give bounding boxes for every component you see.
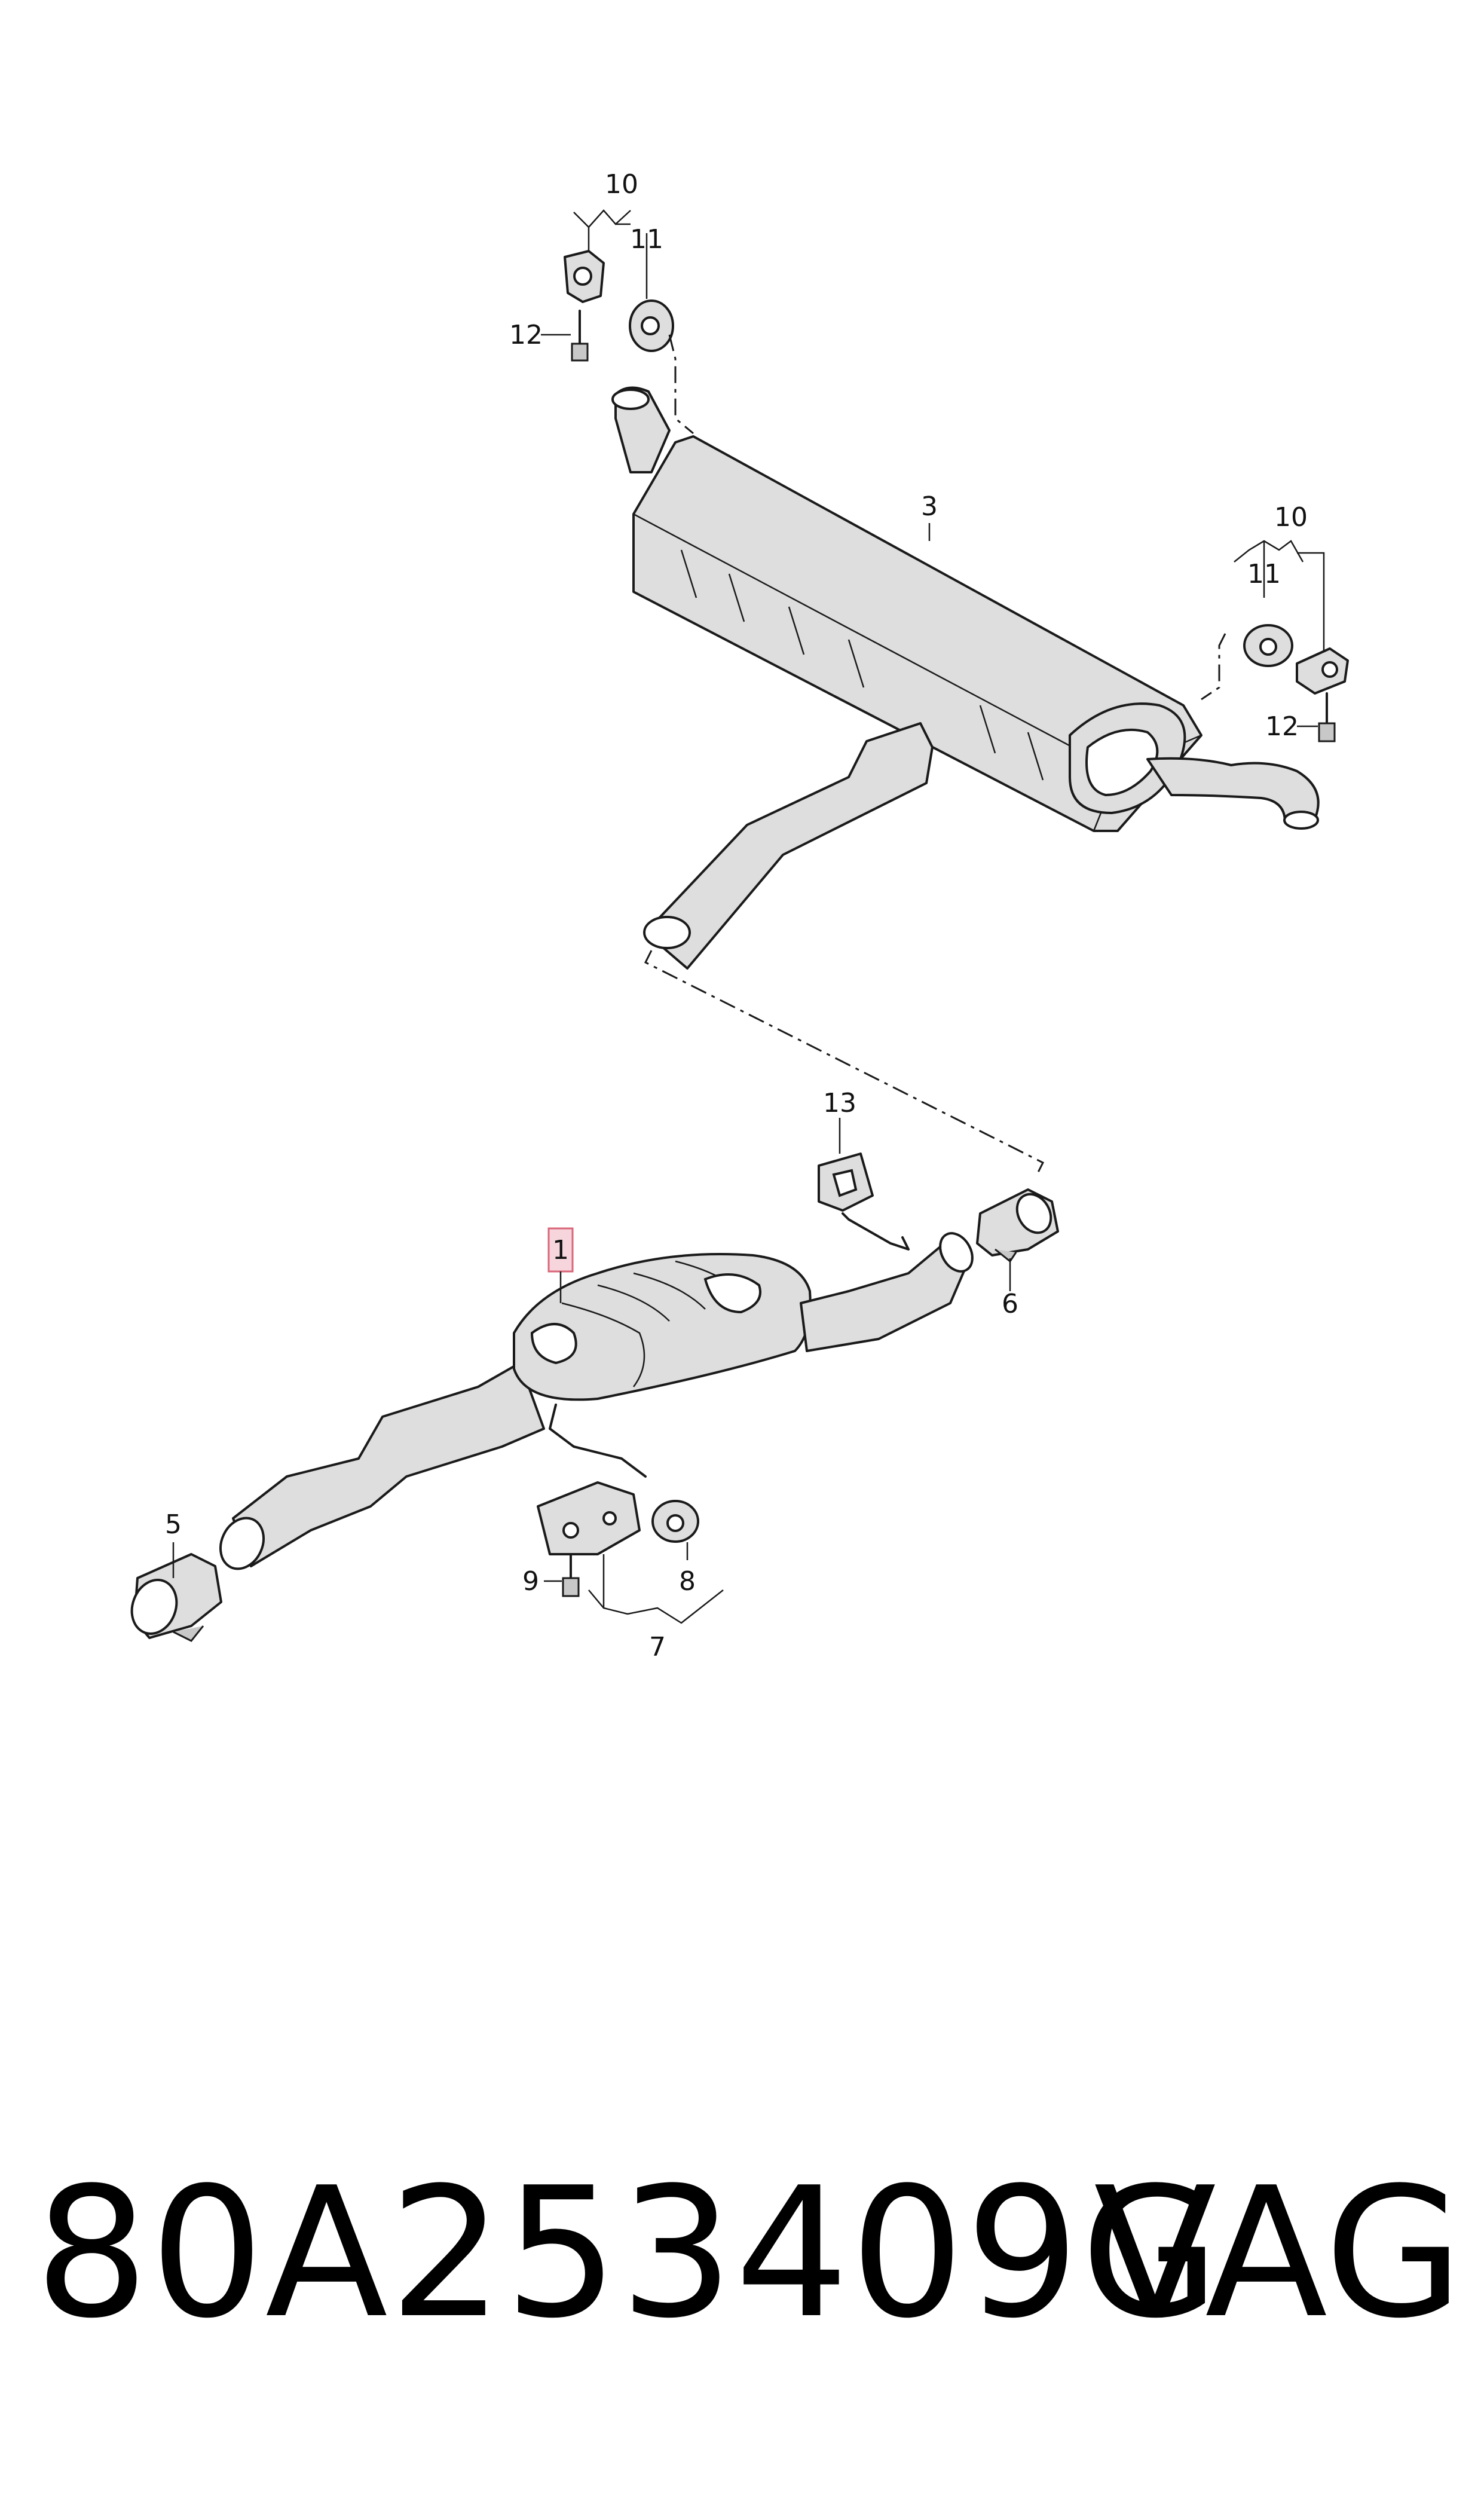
- callout-1: 1: [552, 1235, 569, 1265]
- connection-line: [644, 950, 1045, 1175]
- part-6-clamp: [976, 1188, 1059, 1291]
- rear-muffler: [611, 386, 1320, 970]
- callout-11-top: 11: [630, 224, 663, 255]
- brand-name: VAG: [1094, 2149, 1464, 2358]
- callout-7: 7: [649, 1632, 666, 1662]
- callout-11-right: 11: [1247, 559, 1281, 589]
- callout-labels: 10 11 12 3 10 11 12 13 1 6 5 9 8 7: [165, 169, 1318, 1662]
- callout-12-top: 12: [509, 320, 543, 350]
- callout-3: 3: [921, 491, 938, 522]
- exhaust-system-diagram: 10 11 12 3 10 11 12 13 1 6 5 9 8 7: [130, 169, 1349, 1662]
- callout-12-right: 12: [1265, 711, 1299, 742]
- callout-1-highlight: [547, 1227, 574, 1273]
- part-13-rubber-mount: [818, 1118, 874, 1212]
- front-muffler: [219, 1212, 974, 1570]
- hanger-group-right: [1201, 540, 1349, 742]
- hanger-group-top: [564, 209, 694, 435]
- callout-5: 5: [165, 1509, 182, 1540]
- callout-13: 13: [823, 1088, 856, 1118]
- part-number: 80A253409G: [35, 2149, 1221, 2358]
- callout-10-top: 10: [605, 169, 638, 200]
- callout-8: 8: [679, 1566, 696, 1597]
- callout-6: 6: [1002, 1289, 1018, 1319]
- bracket-group-front: [537, 1481, 724, 1624]
- callout-10-right: 10: [1274, 502, 1308, 533]
- callout-9: 9: [522, 1566, 539, 1597]
- part-5-clamp: [130, 1542, 222, 1642]
